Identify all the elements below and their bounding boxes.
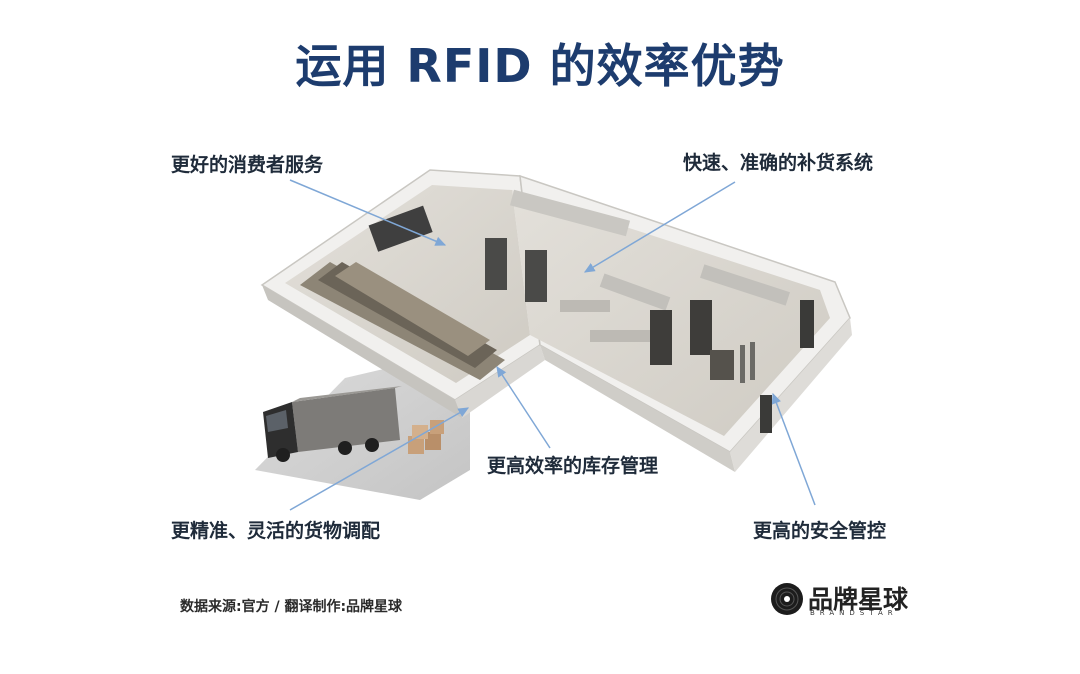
arrow-consumer-service bbox=[289, 179, 447, 246]
arrow-security bbox=[771, 392, 816, 506]
arrow-allocation bbox=[289, 407, 470, 511]
page-title: 运用 RFID 的效率优势 bbox=[295, 39, 785, 93]
callout-inventory: 更高效率的库存管理 bbox=[487, 455, 659, 477]
brand-name-en: BRANDSTAR bbox=[810, 609, 898, 617]
callout-consumer-service: 更好的消费者服务 bbox=[171, 154, 324, 176]
pallet-boxes bbox=[408, 420, 444, 454]
source-credit: 数据来源:官方 / 翻译制作:品牌星球 bbox=[180, 599, 403, 615]
arrow-inventory bbox=[496, 365, 551, 449]
callout-arrows bbox=[289, 179, 816, 511]
arrow-replenishment bbox=[583, 181, 736, 273]
callout-replenishment: 快速、准确的补货系统 bbox=[683, 152, 874, 174]
store-fixtures bbox=[368, 189, 814, 433]
brand-logo: 品牌星球 BRANDSTAR bbox=[770, 580, 910, 620]
callout-security: 更高的安全管控 bbox=[753, 520, 887, 542]
brandstar-record-icon bbox=[771, 583, 803, 615]
callout-allocation: 更精准、灵活的货物调配 bbox=[171, 520, 381, 542]
stockroom-shelves bbox=[300, 262, 505, 380]
brand-name-cn: 品牌星球 bbox=[808, 585, 909, 614]
delivery-truck bbox=[263, 386, 402, 462]
